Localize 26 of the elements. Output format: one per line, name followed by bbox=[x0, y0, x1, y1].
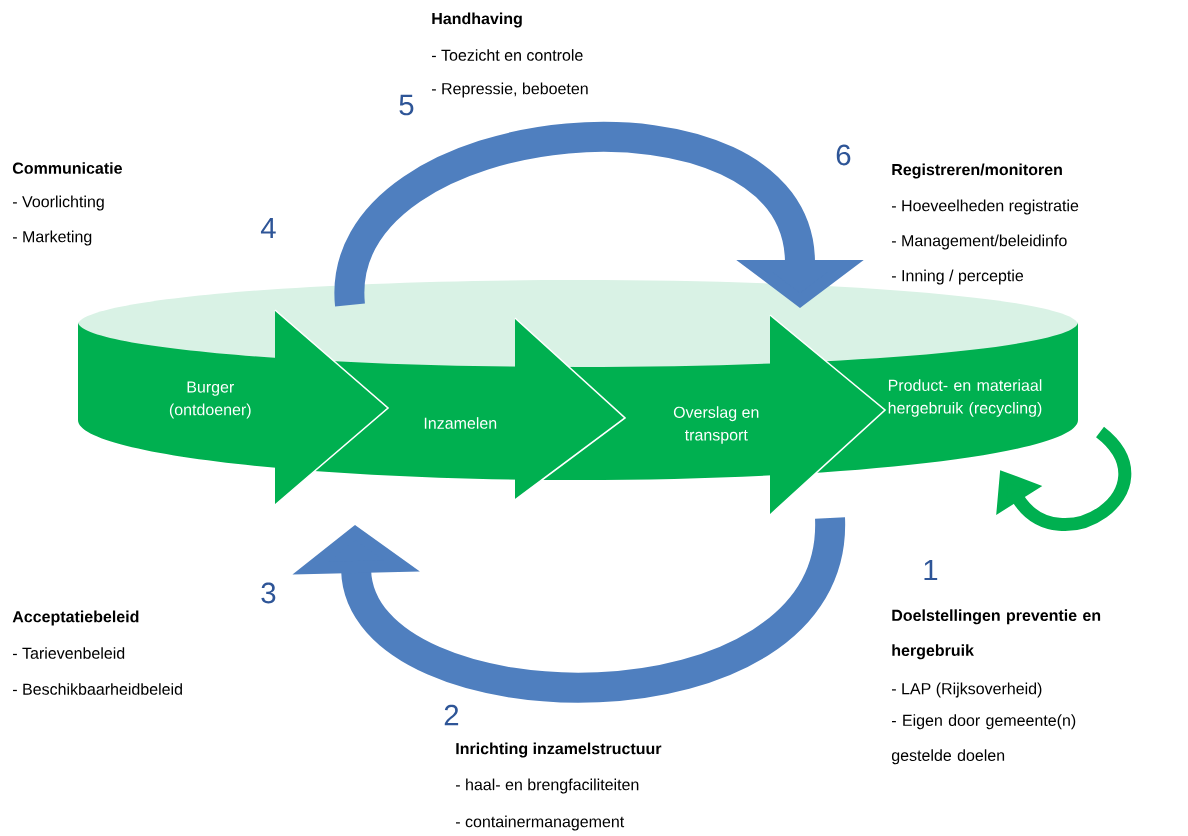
heading: Inrichting inzamelstructuur bbox=[456, 742, 662, 758]
list-item: - Toezicht en controle bbox=[432, 49, 583, 61]
stage-arrow: Product- en materiaal hergebruik (recycling) bbox=[888, 379, 1042, 417]
step-number: 2 bbox=[444, 704, 459, 726]
step-number: 6 bbox=[836, 144, 851, 166]
list-item: - Inning / perceptie bbox=[892, 269, 1024, 285]
step-number: 4 bbox=[260, 217, 276, 239]
list-item: - haal- en brengfaciliteiten bbox=[456, 778, 639, 794]
step-number: 1 bbox=[924, 559, 938, 581]
list-item: - Voorlichting bbox=[13, 195, 104, 211]
list-item: - Marketing bbox=[13, 230, 92, 246]
heading: Handhaving bbox=[432, 12, 522, 28]
heading: Communicatie bbox=[12, 162, 122, 174]
list-item: - Management/beleidinfo bbox=[892, 234, 1067, 250]
list-item: - LAP (Rijksoverheid) bbox=[892, 682, 1042, 698]
list-item: - Beschikbaarheidbeleid bbox=[13, 683, 182, 695]
list-item: - Eigen door gemeente(n) gestelde doelen bbox=[891, 714, 1076, 765]
heading: Doelstellingen preventie en hergebruik bbox=[892, 609, 1101, 660]
step-number: 5 bbox=[399, 94, 414, 116]
list-item: - Hoeveelheden registratie bbox=[892, 199, 1079, 215]
list-item: - Repressie, beboeten bbox=[432, 82, 588, 98]
list-item: - containermanagement bbox=[456, 815, 625, 831]
heading: Registreren/monitoren bbox=[892, 163, 1062, 179]
step-number: 3 bbox=[261, 582, 276, 604]
list-item: - Tarievenbeleid bbox=[13, 647, 125, 659]
heading: Acceptatiebeleid bbox=[12, 610, 139, 626]
